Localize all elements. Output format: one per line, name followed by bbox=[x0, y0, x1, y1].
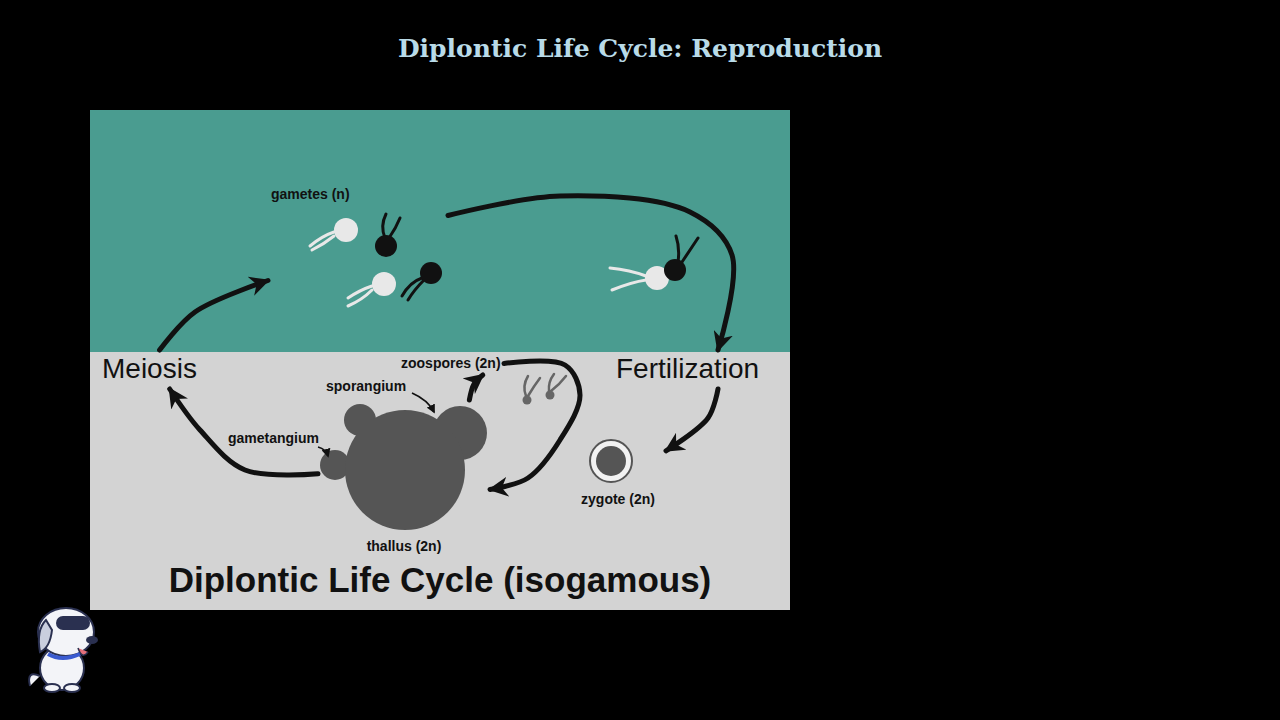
zoospore-group bbox=[523, 374, 567, 405]
zygote-cell bbox=[590, 440, 632, 482]
stage-name: Fertilization bbox=[616, 353, 759, 385]
cycle-arrow bbox=[666, 389, 718, 451]
cycle-arrow bbox=[490, 361, 580, 489]
stage-name: zygote (2n) bbox=[581, 491, 655, 507]
page-title: Diplontic Life Cycle: Reproduction bbox=[0, 34, 1280, 63]
leader-line bbox=[412, 393, 434, 412]
mascot-dog bbox=[29, 608, 98, 692]
cycle-arrow bbox=[160, 281, 268, 351]
stage-label: zygote (2n) bbox=[570, 436, 666, 510]
stage-label: zoospores (2n) bbox=[398, 352, 504, 375]
cycle-arrow bbox=[448, 196, 734, 350]
stage-label: thallus (2n) bbox=[318, 400, 490, 557]
water-panel bbox=[90, 110, 790, 352]
ground-panel bbox=[90, 352, 790, 610]
cycle-arrow bbox=[469, 375, 482, 400]
thallus-body bbox=[320, 404, 487, 530]
part-label: sporangium bbox=[326, 378, 406, 394]
stage-name: gametes (n) bbox=[271, 186, 350, 202]
part-label: gametangium bbox=[228, 430, 319, 446]
stage-label: Meiosis bbox=[99, 350, 200, 389]
gamete-group bbox=[310, 214, 442, 306]
diagram-caption: Diplontic Life Cycle (isogamous) bbox=[90, 560, 790, 600]
leader-line bbox=[318, 447, 328, 456]
stage-name: thallus (2n) bbox=[367, 538, 442, 554]
stage-name: Meiosis bbox=[102, 353, 197, 385]
stage-label: Fertilization bbox=[613, 350, 763, 389]
stage-name: zoospores (2n) bbox=[401, 355, 501, 371]
fusing-gametes bbox=[610, 236, 698, 290]
stage-label: gametes (n) bbox=[268, 183, 448, 313]
